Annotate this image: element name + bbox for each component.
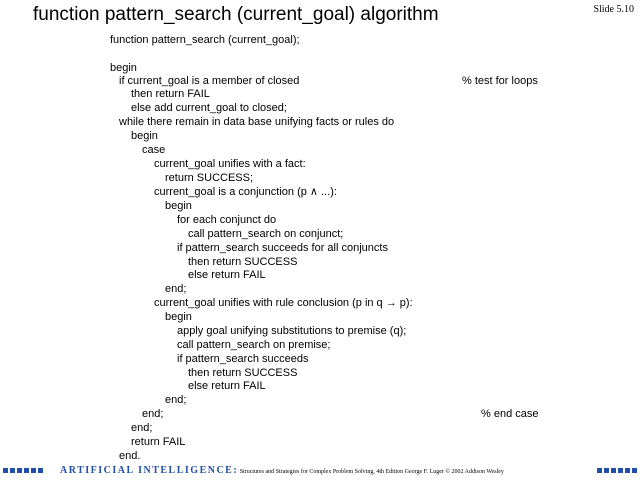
code-line: then return SUCCESS (188, 367, 298, 379)
square-icon (38, 468, 43, 473)
code-line: end; (165, 394, 187, 406)
square-icon (625, 468, 630, 473)
code-line: if pattern_search succeeds (177, 353, 309, 365)
code-line: else return FAIL (188, 269, 266, 281)
footer-subtitle: Structures and Strategies for Complex Pr… (239, 469, 444, 475)
code-line: case (142, 144, 166, 156)
square-icon (24, 468, 29, 473)
code-line: end; (131, 422, 153, 434)
code-line: end; (142, 408, 164, 420)
code-line: current_goal is a conjunction (p ∧ ...): (154, 186, 337, 198)
square-icon (618, 468, 623, 473)
code-comment: % end case (481, 408, 539, 420)
square-icon (611, 468, 616, 473)
square-icon (3, 468, 8, 473)
code-line: then return SUCCESS (188, 256, 298, 268)
code-line: if current_goal is a member of closed (119, 75, 300, 87)
square-icon (10, 468, 15, 473)
code-line: begin (110, 62, 137, 74)
code-line: else add current_goal to closed; (131, 102, 287, 114)
slide-footer: ARTIFICIAL INTELLIGENCE: Structures and … (0, 464, 640, 478)
square-icon (604, 468, 609, 473)
code-line: begin (165, 200, 192, 212)
code-line: current_goal unifies with a fact: (154, 158, 306, 170)
code-comment: % test for loops (462, 75, 538, 87)
code-line: while there remain in data base unifying… (119, 116, 395, 128)
code-line: end; (165, 283, 187, 295)
code-line: begin (131, 130, 158, 142)
slide-number: Slide 5.10 (593, 4, 634, 15)
code-line: call pattern_search on conjunct; (188, 228, 344, 240)
algorithm-code-block: function pattern_search (current_goal); … (110, 34, 539, 462)
code-line: else return FAIL (188, 380, 266, 392)
code-line: return SUCCESS; (165, 172, 254, 184)
code-line: current_goal unifies with rule conclusio… (154, 297, 413, 309)
footer-decoration-squares-left (3, 468, 43, 473)
code-line: call pattern_search on premise; (177, 339, 331, 351)
square-icon (597, 468, 602, 473)
code-line: if pattern_search succeeds for all conju… (177, 242, 388, 254)
square-icon (31, 468, 36, 473)
code-line: begin (165, 311, 192, 323)
code-line: return FAIL (131, 436, 186, 448)
code-line: function pattern_search (current_goal); (110, 34, 300, 46)
footer-copyright: © 2002 Addison Wesley (445, 469, 504, 475)
code-line: for each conjunct do (177, 214, 277, 226)
square-icon (17, 468, 22, 473)
slide-title: function pattern_search (current_goal) a… (33, 4, 439, 25)
footer-text: ARTIFICIAL INTELLIGENCE: Structures and … (60, 465, 504, 476)
footer-brand: ARTIFICIAL INTELLIGENCE: (60, 465, 239, 476)
code-line: end. (119, 450, 141, 462)
code-line: then return FAIL (131, 88, 210, 100)
code-line: apply goal unifying substitutions to pre… (177, 325, 407, 337)
footer-decoration-squares-right (597, 468, 637, 473)
square-icon (632, 468, 637, 473)
